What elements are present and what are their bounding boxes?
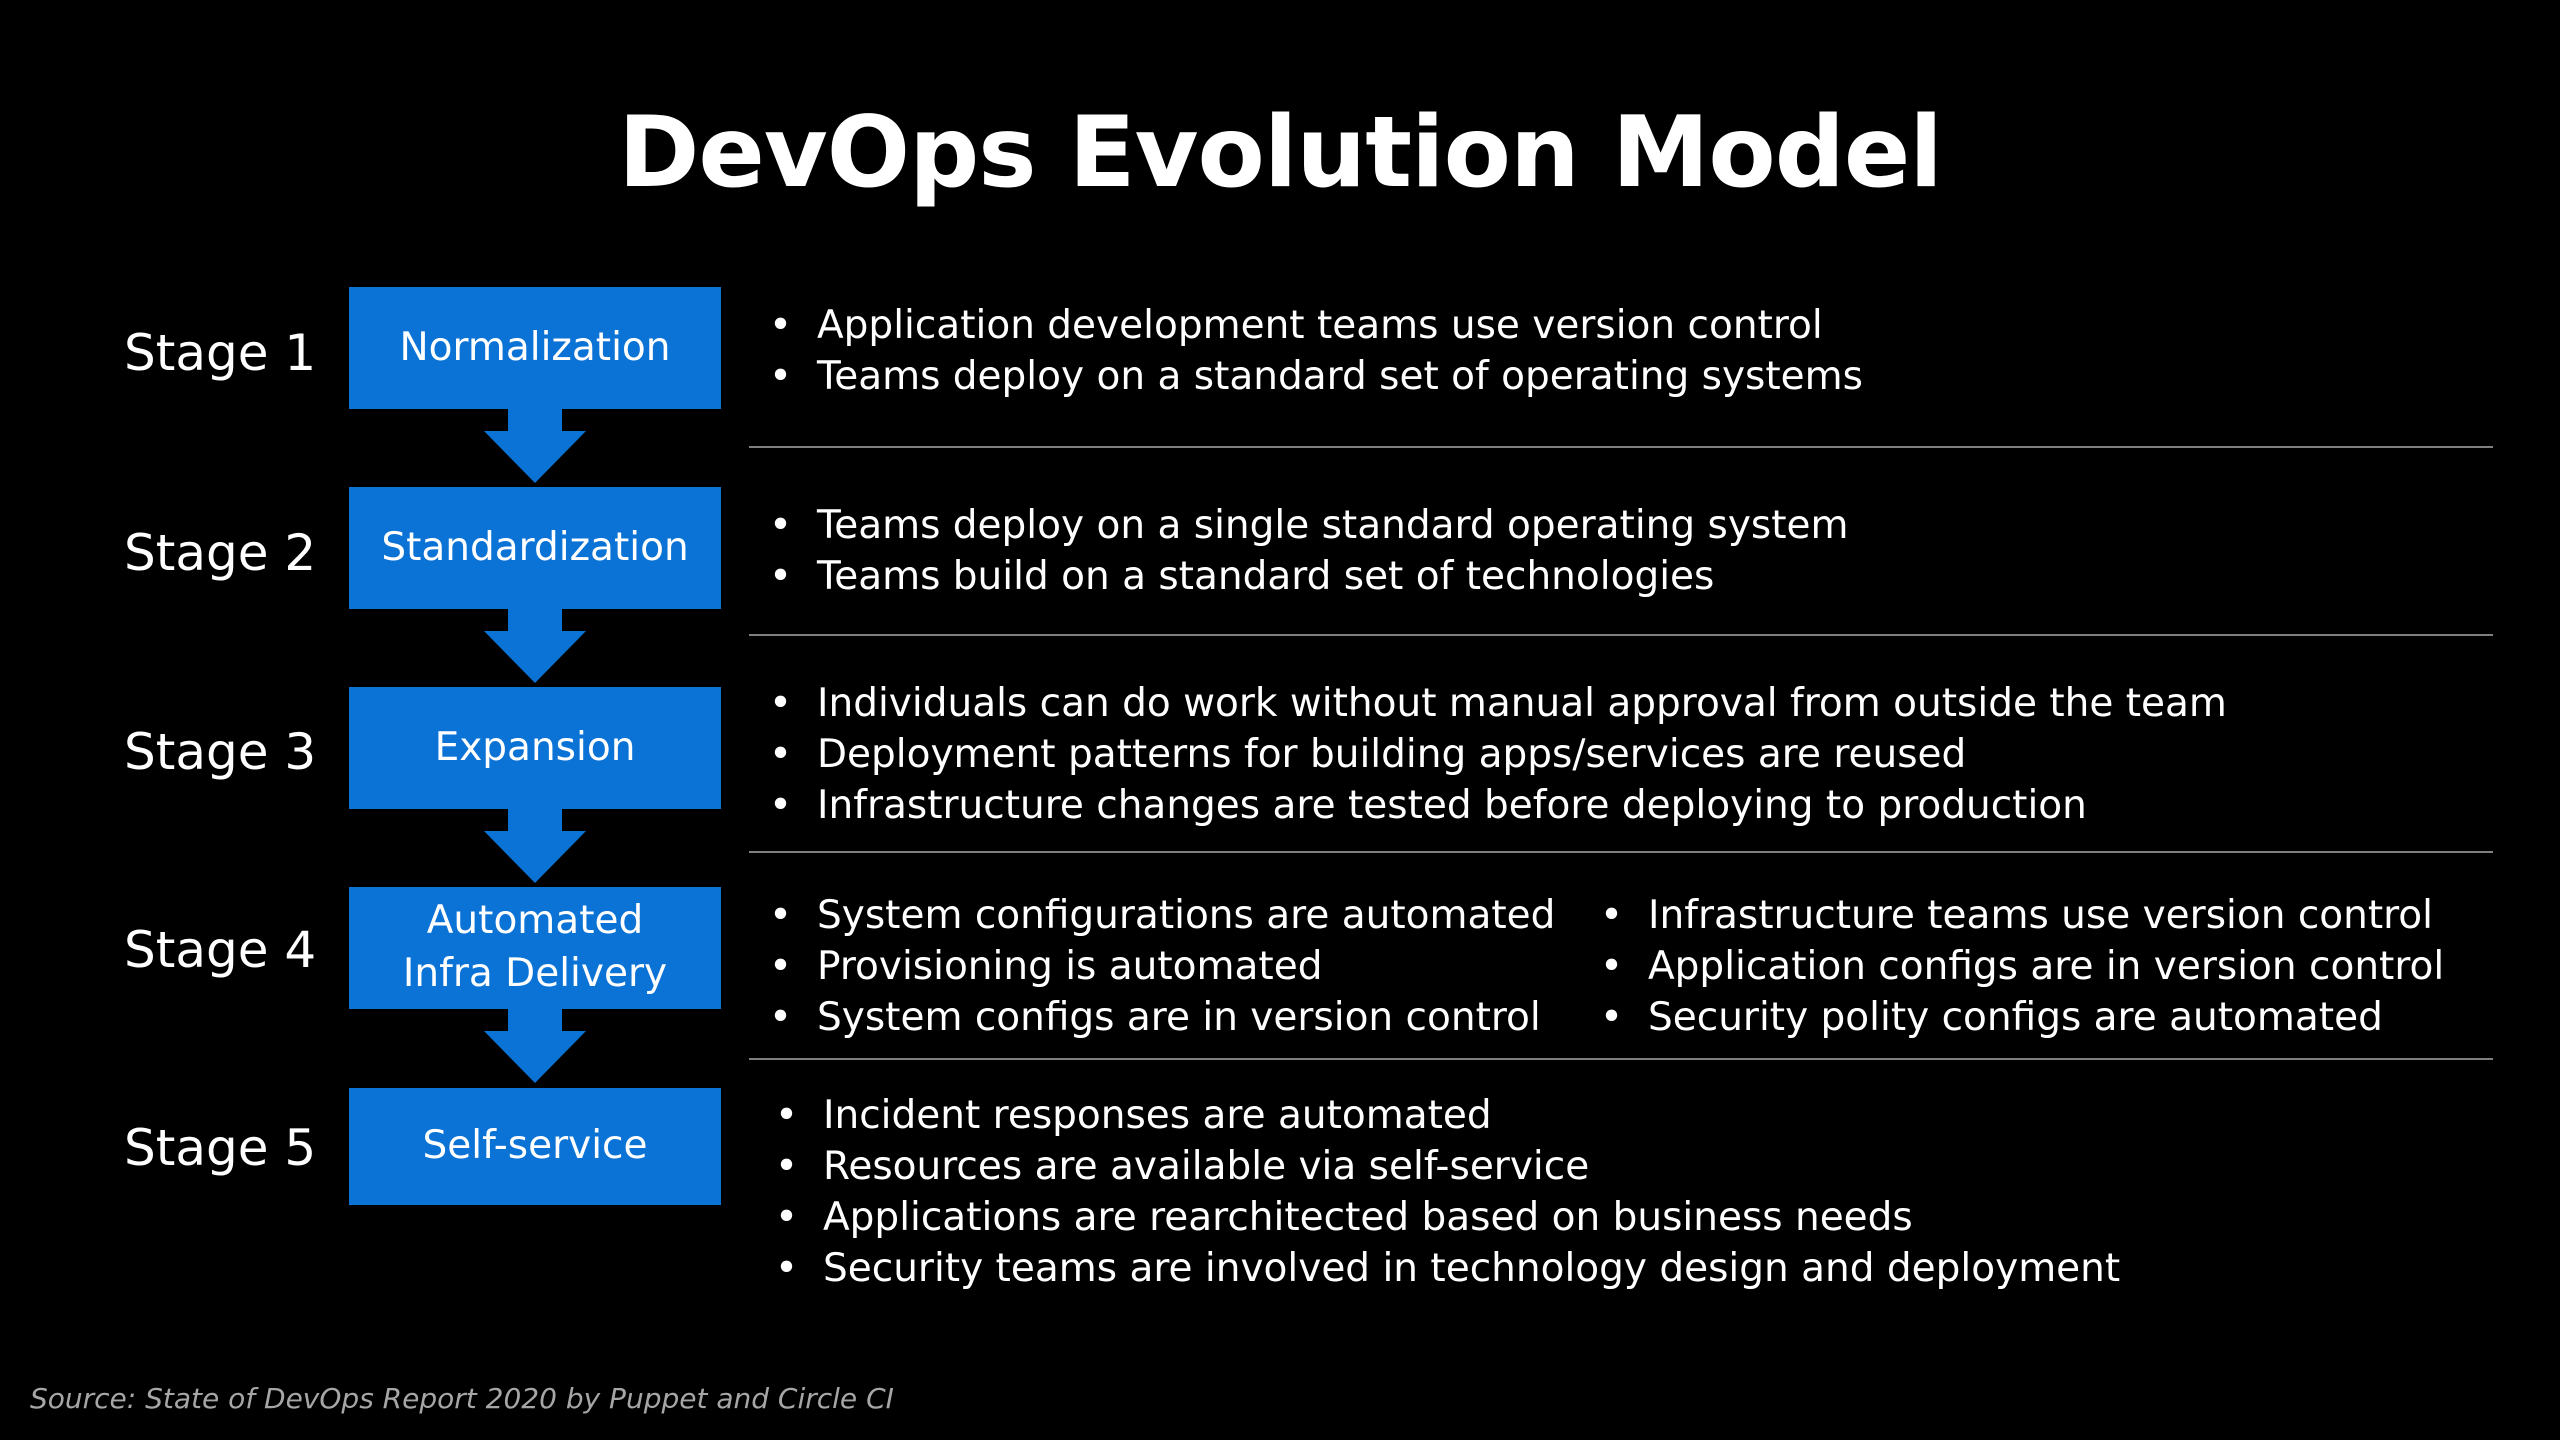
stage-divider [749, 1058, 2493, 1060]
bullet-text: System configs are in version control [817, 995, 1541, 1040]
stage-3-label: Stage 3 [124, 723, 317, 781]
list-item: • Security teams are involved in technolo… [755, 1243, 2120, 1294]
list-item: • Application development teams use versi… [749, 300, 1863, 351]
bullet-text: Application development teams use versio… [817, 303, 1823, 348]
stage-1-label: Stage 1 [124, 324, 317, 382]
bullet-icon: • [769, 944, 793, 989]
stage-3-arrow-stem [508, 809, 562, 833]
list-item: • Applications are rearchitected based on… [755, 1192, 2120, 1243]
stage-2-bullet-list: • Teams deploy on a single standard opera… [749, 500, 1849, 602]
stage-divider [749, 634, 2493, 636]
stage-5-bullet-list: • Incident responses are automated • Resou… [755, 1090, 2120, 1294]
stage-1-bullet-list: • Application development teams use versi… [749, 300, 1863, 402]
bullet-text: Teams build on a standard set of technol… [817, 554, 1715, 599]
stage-3-box-text: Expansion [434, 724, 636, 770]
stage-5-box: Self-service [349, 1088, 721, 1205]
bullet-text: Security teams are involved in technolog… [823, 1246, 2121, 1291]
bullet-text: Infrastructure changes are tested before… [817, 783, 2087, 828]
bullet-text: Individuals can do work without manual a… [817, 681, 2227, 726]
list-item: • Application configs are in version cont… [1580, 941, 2444, 992]
stage-3-bullet-list: • Individuals can do work without manual … [749, 678, 2227, 831]
bullet-icon: • [769, 554, 793, 599]
slide-title: DevOps Evolution Model [618, 96, 1943, 210]
stage-1-arrow-stem [508, 409, 562, 433]
list-item: • Deployment patterns for building apps/s… [749, 729, 2227, 780]
source-citation: Source: State of DevOps Report 2020 by P… [30, 1382, 894, 1415]
stage-4-label: Stage 4 [124, 921, 317, 979]
stage-4-box-text: Automated Infra Delivery [402, 898, 668, 996]
bullet-icon: • [769, 893, 793, 938]
list-item: • Security polity configs are automated [1580, 992, 2444, 1043]
list-item: • Individuals can do work without manual … [749, 678, 2227, 729]
stage-3-box: Expansion [349, 687, 721, 809]
bullet-icon: • [775, 1246, 799, 1291]
bullet-text: Security polity configs are automated [1648, 995, 2383, 1040]
bullet-icon: • [769, 354, 793, 399]
stage-2-arrow-stem [508, 609, 562, 633]
stage-5-label: Stage 5 [124, 1119, 317, 1177]
list-item: • Provisioning is automated [749, 941, 1555, 992]
list-item: • Infrastructure teams use version contro… [1580, 890, 2444, 941]
stage-divider [749, 446, 2493, 448]
bullet-text: Deployment patterns for building apps/se… [817, 732, 1967, 777]
stage-divider [749, 851, 2493, 853]
stage-4-box: Automated Infra Delivery [349, 887, 721, 1009]
bullet-icon: • [1600, 944, 1624, 989]
list-item: • Resources are available via self-servic… [755, 1141, 2120, 1192]
bullet-icon: • [769, 681, 793, 726]
bullet-text: Provisioning is automated [817, 944, 1323, 989]
bullet-text: Teams deploy on a single standard operat… [817, 503, 1849, 548]
stage-4-arrow-stem [508, 1009, 562, 1033]
list-item: • System configs are in version control [749, 992, 1555, 1043]
list-item: • Incident responses are automated [755, 1090, 2120, 1141]
bullet-icon: • [1600, 893, 1624, 938]
stage-4-bullet-list-left: • System configurations are automated • Pr… [749, 890, 1555, 1043]
bullet-icon: • [1600, 995, 1624, 1040]
bullet-icon: • [769, 783, 793, 828]
bullet-text: Application configs are in version contr… [1648, 944, 2445, 989]
stage-2-box-text: Standardization [381, 524, 689, 570]
stage-4-arrow-down-icon [484, 1031, 586, 1083]
bullet-icon: • [775, 1093, 799, 1138]
bullet-text: Teams deploy on a standard set of operat… [817, 354, 1863, 399]
stage-1-arrow-down-icon [484, 431, 586, 483]
list-item: • Teams deploy on a single standard opera… [749, 500, 1849, 551]
bullet-text: Infrastructure teams use version control [1648, 893, 2434, 938]
bullet-icon: • [769, 503, 793, 548]
stage-1-box-text: Normalization [399, 324, 671, 370]
stage-1-box: Normalization [349, 287, 721, 409]
bullet-icon: • [769, 995, 793, 1040]
stage-5-box-text: Self-service [422, 1123, 648, 1169]
bullet-text: Incident responses are automated [823, 1093, 1492, 1138]
bullet-icon: • [775, 1195, 799, 1240]
list-item: • Teams deploy on a standard set of opera… [749, 351, 1863, 402]
list-item: • Infrastructure changes are tested befor… [749, 780, 2227, 831]
bullet-icon: • [769, 732, 793, 777]
stage-3-arrow-down-icon [484, 831, 586, 883]
bullet-text: System configurations are automated [817, 893, 1556, 938]
stage-2-box: Standardization [349, 487, 721, 609]
list-item: • System configurations are automated [749, 890, 1555, 941]
bullet-text: Applications are rearchitected based on … [823, 1195, 1913, 1240]
stage-2-arrow-down-icon [484, 631, 586, 683]
bullet-text: Resources are available via self-service [823, 1144, 1590, 1189]
list-item: • Teams build on a standard set of techno… [749, 551, 1849, 602]
stage-2-label: Stage 2 [124, 524, 317, 582]
stage-4-bullet-list-right: • Infrastructure teams use version contro… [1580, 890, 2444, 1043]
bullet-icon: • [769, 303, 793, 348]
bullet-icon: • [775, 1144, 799, 1189]
